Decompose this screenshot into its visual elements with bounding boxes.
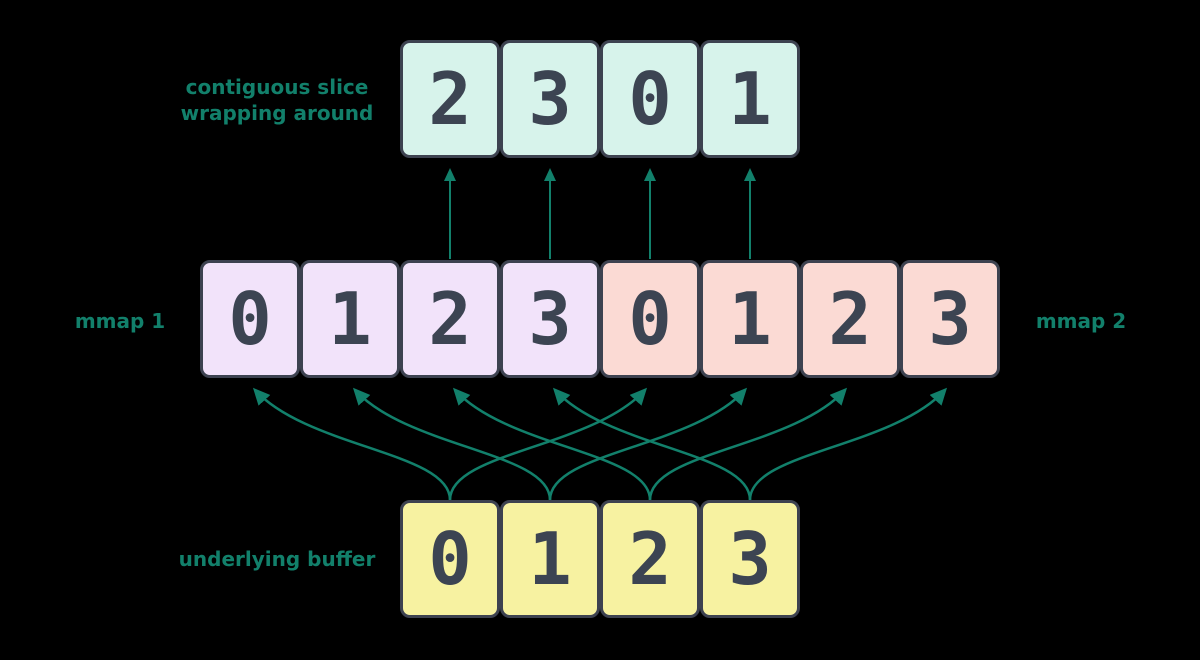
mmap2-cell-2: 2 [800,260,900,378]
buffer-cell-1: 1 [500,500,600,618]
slice-label: contiguous slice wrapping around [177,74,377,126]
mmap-row: 0 1 2 3 0 1 2 3 [200,260,1000,378]
curved-arrow [552,387,752,501]
slice-label-line2: wrapping around [180,101,374,125]
mmap1-cell-3: 3 [500,260,600,378]
mmap1-cell-1: 1 [300,260,400,378]
curved-arrow [252,387,452,501]
mmap2-cell-3: 3 [900,260,1000,378]
slice-cell-3: 1 [700,40,800,158]
buffer-label: underlying buffer [178,547,376,571]
curved-arrow [352,387,552,501]
curved-arrow [448,387,648,501]
curved-arrow [648,387,848,501]
buffer-cell-3: 3 [700,500,800,618]
curved-arrow [452,387,652,501]
buffer-cell-2: 2 [600,500,700,618]
slice-row: 2 3 0 1 [400,40,800,158]
slice-cell-0: 2 [400,40,500,158]
buffer-row: 0 1 2 3 [400,500,800,618]
slice-cell-2: 0 [600,40,700,158]
buffer-cell-0: 0 [400,500,500,618]
mmap2-cell-1: 1 [700,260,800,378]
mmap2-cell-0: 0 [600,260,700,378]
slice-label-line1: contiguous slice [185,75,369,99]
slice-cell-1: 3 [500,40,600,158]
mmap1-cell-2: 2 [400,260,500,378]
mmap1-label: mmap 1 [74,309,166,333]
mmap2-label: mmap 2 [1035,309,1127,333]
curved-arrow [748,387,948,501]
mmap1-cell-0: 0 [200,260,300,378]
curved-arrow [548,387,748,501]
